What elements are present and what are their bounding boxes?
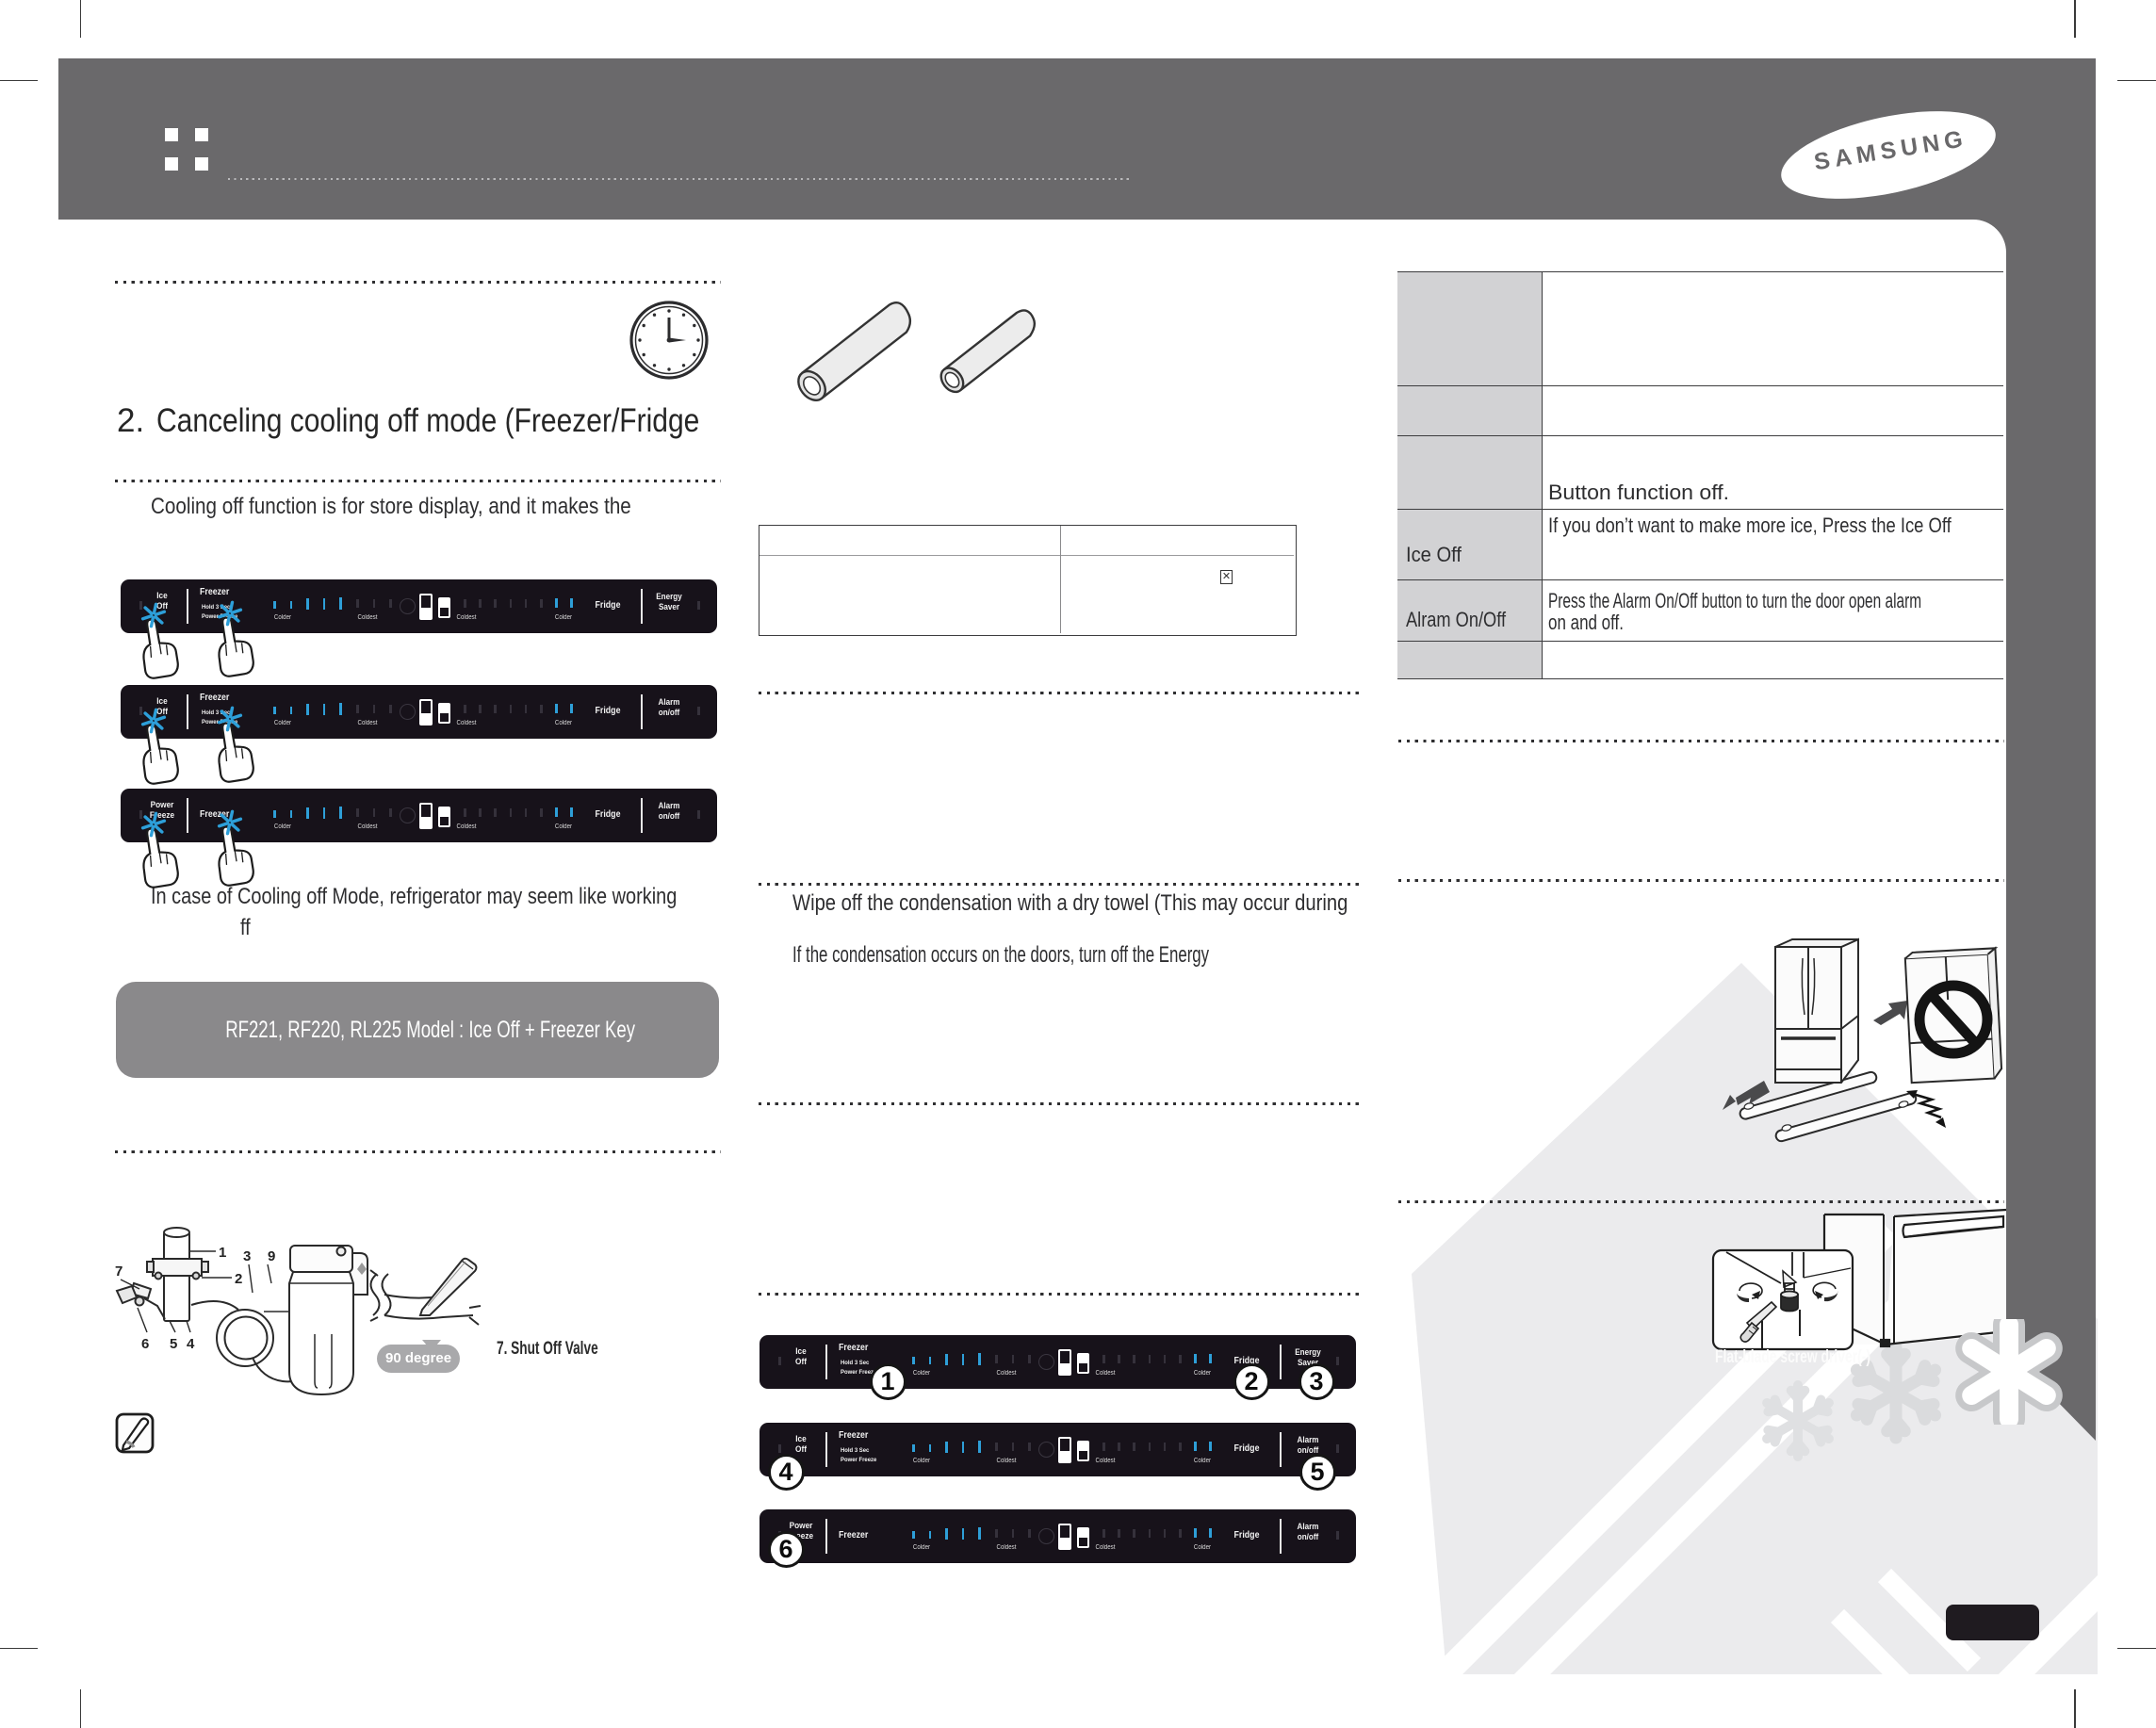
svg-text:90 degree: 90 degree [385,1350,451,1366]
svg-text:7: 7 [115,1263,122,1280]
svg-text:2: 2 [235,1271,242,1287]
svg-text:4: 4 [187,1336,195,1352]
svg-text:1: 1 [219,1245,226,1261]
svg-text:9: 9 [268,1248,275,1264]
svg-text:3: 3 [243,1248,251,1264]
svg-text:6: 6 [141,1336,149,1352]
svg-text:5: 5 [170,1336,177,1352]
